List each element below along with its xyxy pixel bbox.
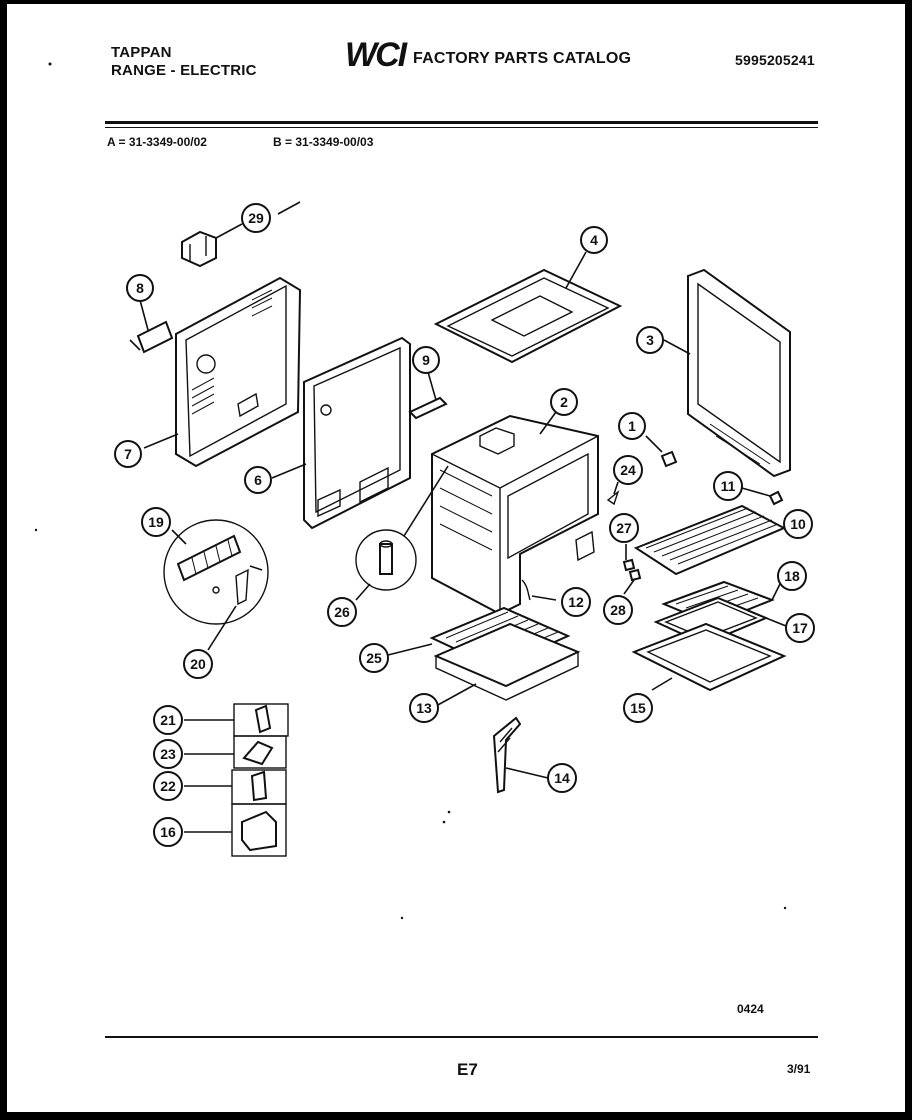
callout-24: 24 [613,455,643,485]
svg-text:20: 20 [190,656,206,672]
part-8-plate [129,299,174,354]
svg-text:27: 27 [616,520,632,536]
catalog-number: 5995205241 [735,52,815,68]
svg-text:10: 10 [790,516,806,532]
svg-text:28: 28 [610,602,626,618]
model-b-label: B = 31-3349-00/03 [273,135,374,149]
footer-rule [105,1036,818,1038]
callout-18: 18 [777,561,807,591]
callout-15: 15 [623,693,653,723]
catalog-title: FACTORY PARTS CATALOG [413,50,632,67]
callout-29: 29 [241,203,271,233]
boxed-parts-group [184,703,289,857]
callout-7: 7 [114,440,142,468]
svg-text:18: 18 [784,568,800,584]
part-12-hook [521,579,557,601]
svg-text:7: 7 [124,446,132,462]
brand-label: TAPPAN [111,44,172,61]
callout-23: 23 [153,739,183,769]
svg-text:15: 15 [630,700,646,716]
page-number: E7 [457,1060,478,1079]
part-24-clip [606,481,620,506]
header-rule-thin [105,127,818,128]
svg-text:23: 23 [160,746,176,762]
svg-text:29: 29 [248,210,264,226]
callout-2: 2 [550,388,578,416]
part-2-oven-frame [431,411,599,616]
svg-text:24: 24 [620,462,636,478]
callout-6: 6 [244,466,272,494]
svg-text:21: 21 [160,712,176,728]
part-13-drawer [433,622,581,707]
part-4-top-panel [433,251,623,364]
svg-text:1: 1 [628,418,636,434]
callout-9: 9 [412,346,440,374]
svg-text:26: 26 [334,604,350,620]
svg-text:8: 8 [136,280,144,296]
callout-13: 13 [409,693,439,723]
part-9-bracket [408,371,448,420]
svg-text:22: 22 [160,778,176,794]
callout-22: 22 [153,771,183,801]
callout-10: 10 [783,509,813,539]
callout-3: 3 [636,326,664,354]
svg-text:6: 6 [254,472,262,488]
callout-17: 17 [785,613,815,643]
callout-1: 1 [618,412,646,440]
part-19-20-detail [163,519,269,651]
svg-text:25: 25 [366,650,382,666]
callout-25: 25 [359,643,389,673]
callout-12: 12 [561,587,591,617]
svg-text:4: 4 [590,232,598,248]
svg-text:16: 16 [160,824,176,840]
callout-4: 4 [580,226,608,254]
callout-11: 11 [713,471,743,501]
callout-28: 28 [603,595,633,625]
svg-text:17: 17 [792,620,808,636]
svg-text:19: 19 [148,514,164,530]
svg-text:12: 12 [568,594,584,610]
wci-logo: WCI [345,36,407,74]
callout-20: 20 [183,649,213,679]
part-15-trim-frame [631,622,787,692]
part-11-fastener [741,487,784,506]
callout-19: 19 [141,507,171,537]
svg-text:14: 14 [554,770,570,786]
part-29-bracket [181,201,301,268]
product-label: RANGE - ELECTRIC [111,62,257,79]
part-27-28-hardware [622,544,642,595]
part-6-back-panel [271,336,411,530]
model-a-label: A = 31-3349-00/02 [107,135,207,149]
callout-21: 21 [153,705,183,735]
part-3-side-panel [663,268,791,478]
part-26-detail [355,465,449,601]
part-1-knob [645,435,678,468]
header-rule [105,121,818,124]
callout-14: 14 [547,763,577,793]
svg-text:9: 9 [422,352,430,368]
callout-26: 26 [327,597,357,627]
svg-text:3: 3 [646,332,654,348]
diagram-code: 0424 [737,1002,764,1016]
callout-8: 8 [126,274,154,302]
part-10-oven-rack [633,504,791,576]
svg-text:13: 13 [416,700,432,716]
callout-27: 27 [609,513,639,543]
callout-16: 16 [153,817,183,847]
svg-text:11: 11 [721,478,736,494]
svg-text:2: 2 [560,394,568,410]
part-7-rear-panel [143,276,302,468]
revision-date: 3/91 [787,1062,811,1076]
part-14-leveling-leg [492,716,549,794]
